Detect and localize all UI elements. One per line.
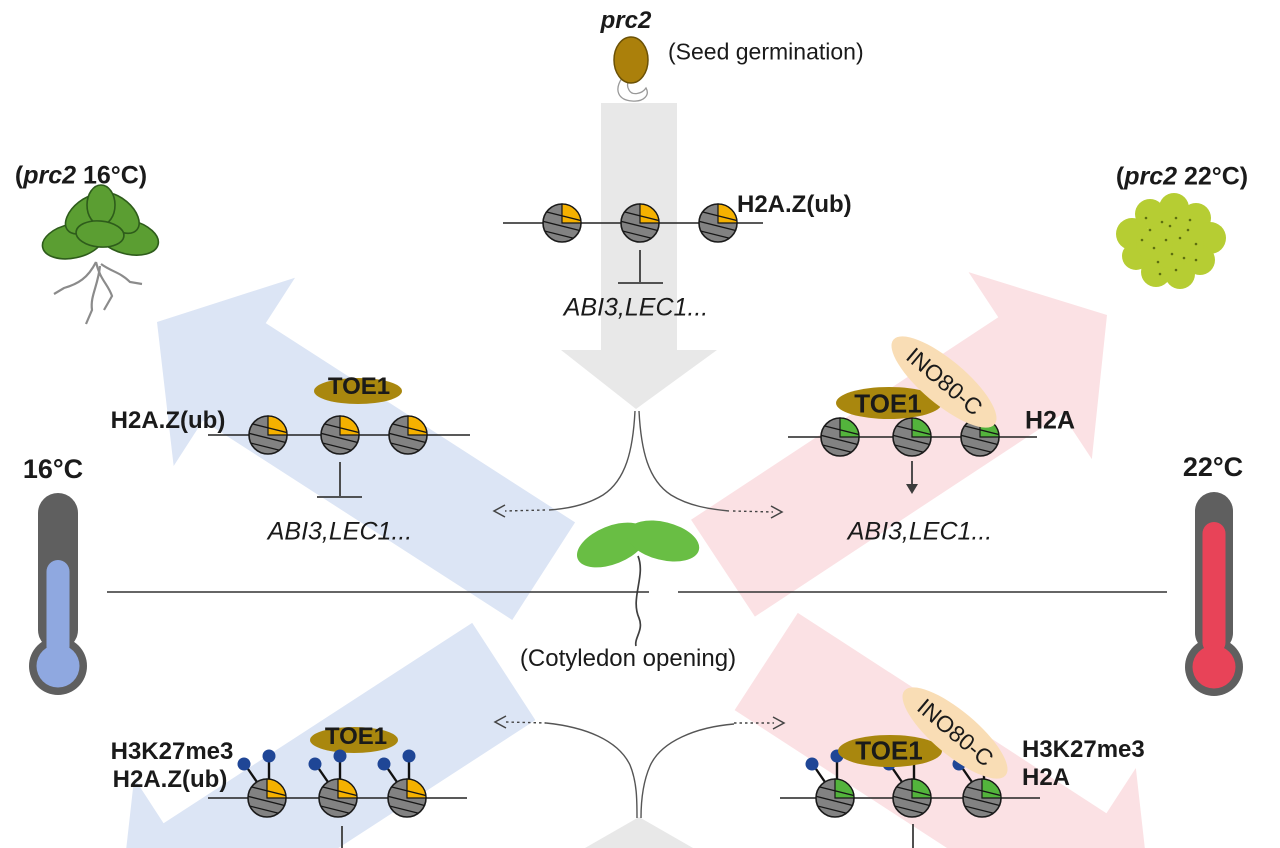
dashed-arrow-left-icon (492, 504, 506, 518)
factor-label-toe1-mid-left: TOE1 (327, 372, 391, 400)
branching-curves-bottom (493, 715, 786, 819)
outcome-left-open: ( (14, 161, 24, 190)
thermometer-warm-icon (1185, 492, 1243, 696)
target-genes-center: ABI3,LEC1... (563, 293, 709, 322)
dashed-arrow-right-icon (772, 716, 786, 730)
stage-label-cotyledon-opening: (Cotyledon opening) (519, 644, 737, 672)
chromatin-track-center (503, 204, 763, 284)
histone-label-bottom-right: H2A (1022, 763, 1071, 791)
pink-arrow-bottom-right (705, 567, 1213, 848)
ino80c-ellipse (902, 687, 1008, 779)
callus-icon (1116, 193, 1226, 289)
inhibition-bar-icon (618, 250, 663, 284)
gray-arrow-bottom-tip (585, 817, 693, 848)
dashed-arrow-right-icon (770, 505, 784, 519)
thermometer-cold-icon (29, 493, 87, 695)
mark-label-bottom-right: H3K27me3 (1022, 735, 1145, 763)
nucleosome-icon (814, 779, 855, 817)
branching-curves-middle (492, 410, 784, 519)
histone-label-mid-right: H2A (1025, 406, 1076, 435)
factor-label-toe1-bottom-left: TOE1 (324, 722, 388, 750)
outcome-label-left: (prc2 16°C) (15, 163, 147, 189)
toe1-ellipse (838, 735, 942, 767)
temperature-label-warm: 22°C (1182, 452, 1244, 483)
rosette-plant-icon (41, 184, 160, 325)
chromatin-track-mid-left (208, 378, 470, 498)
target-genes-mid-left: ABI3,LEC1... (267, 517, 413, 546)
outcome-right-open: ( (1115, 162, 1125, 191)
nucleosome-icon (541, 204, 582, 242)
inhibition-bar-icon (317, 462, 362, 498)
histone-label-center: H2A.Z(ub) (737, 190, 852, 218)
factor-label-toe1-bottom-right: TOE1 (855, 735, 923, 766)
mark-label-bottom-left: H3K27me3 (110, 737, 234, 765)
outcome-right-temp: 22°C) (1177, 162, 1249, 191)
dashed-arrow-left-icon (493, 715, 507, 729)
outcome-right-gene: prc2 (1124, 162, 1177, 191)
chromatin-track-bottom-right (780, 687, 1040, 848)
toe1-ellipse (314, 378, 402, 404)
factor-label-toe1-mid-right: TOE1 (854, 388, 922, 419)
toe1-ellipse (836, 387, 942, 419)
seed-icon (613, 36, 649, 102)
activation-arrow-icon (906, 461, 918, 494)
outcome-left-gene: prc2 (23, 161, 76, 190)
histone-label-mid-left: H2A.Z(ub) (110, 406, 226, 434)
temperature-label-cold: 16°C (22, 454, 84, 485)
seedling-icon (576, 520, 700, 647)
target-genes-mid-right: ABI3,LEC1... (847, 517, 993, 546)
ino80c-ellipse (891, 336, 997, 428)
histone-label-bottom-left: H2A.Z(ub) (112, 765, 228, 793)
outcome-label-right: (prc2 22°C) (1116, 164, 1248, 190)
toe1-ellipse (310, 727, 398, 753)
chromatin-track-bottom-left (208, 727, 467, 848)
blue-arrow-bottom-left (57, 577, 565, 848)
stage-label-seed-germination: (Seed germination) (668, 38, 864, 65)
chromatin-track-mid-right (788, 336, 1037, 494)
gene-label-prc2: prc2 (600, 6, 652, 34)
outcome-left-temp: 16°C) (76, 161, 148, 190)
nucleosome-icon (697, 204, 738, 242)
gray-arrow-germination (561, 103, 717, 409)
